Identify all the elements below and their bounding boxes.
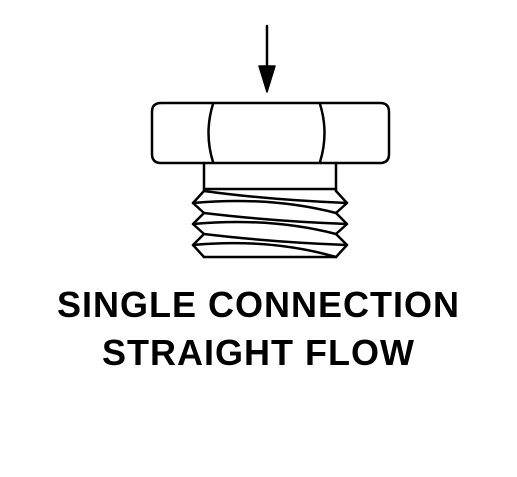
caption-line-2: STRAIGHT FLOW: [102, 332, 415, 373]
down-arrow-icon: [258, 24, 276, 93]
hex-nut-head: [150, 101, 391, 165]
fitting-neck: [202, 161, 338, 193]
hex-face-left-edge: [207, 102, 215, 164]
caption-line-1: SINGLE CONNECTION: [56, 284, 460, 325]
hex-face-right-edge: [318, 102, 326, 164]
threaded-section: [191, 189, 349, 259]
